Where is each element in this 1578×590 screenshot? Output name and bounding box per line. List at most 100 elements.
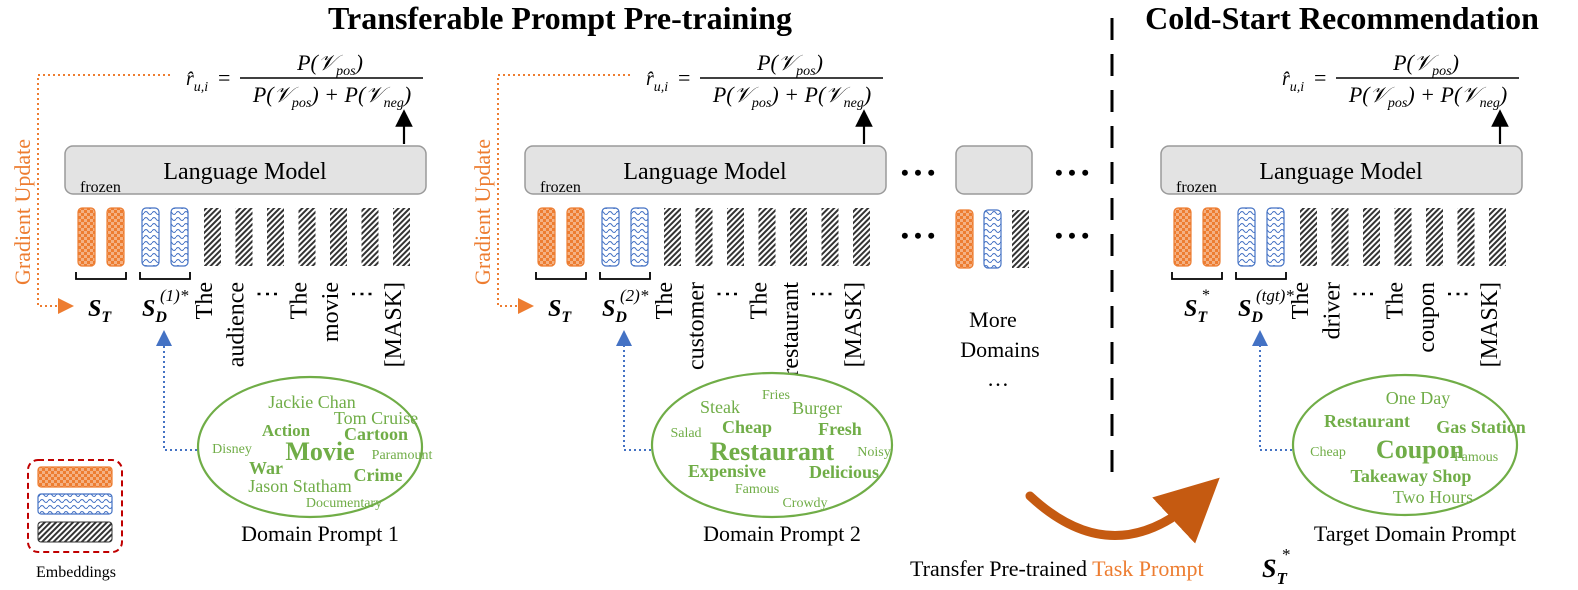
text-token-6 <box>361 208 379 266</box>
text-token-5 <box>330 208 347 266</box>
word-cloud-term: Restaurant <box>710 437 835 466</box>
text-token-7 <box>853 208 870 266</box>
word-cloud-term: Movie <box>285 437 354 466</box>
task-prompt-star: * <box>1202 287 1210 304</box>
formula-denominator: P(𝒱pos) + P(𝒱neg) <box>1348 82 1507 111</box>
transfer-caption: Transfer Pre-trained Task Prompt <box>910 556 1204 581</box>
text-token-2 <box>695 208 713 266</box>
word-cloud-term: Crime <box>354 465 403 485</box>
formula-numerator: P(𝒱pos) <box>1392 50 1459 79</box>
domain-token-1 <box>141 207 160 267</box>
language-model-label: Language Model <box>163 159 327 185</box>
text-token-3 <box>1363 208 1380 266</box>
token-word: ⋮ <box>1351 282 1377 306</box>
language-model-box <box>1160 145 1523 195</box>
word-cloud-term: Famous <box>1454 450 1498 465</box>
frozen-label: frozen <box>540 179 581 196</box>
task-prompt-symbol: ST <box>548 296 572 326</box>
language-model-box <box>524 145 887 195</box>
task-token-2 <box>1202 207 1221 267</box>
word-cloud-term: Restaurant <box>1324 411 1410 431</box>
task-prompt-symbol: ST <box>88 296 112 326</box>
word-cloud-term: Expensive <box>688 461 766 481</box>
domain-prompt-arrow <box>1252 330 1297 451</box>
word-cloud-ellipse <box>650 371 894 519</box>
word-cloud-term: Gas Station <box>1436 417 1526 437</box>
domain-token-1 <box>1237 207 1256 267</box>
panel-2: Language Modelfrozenr̂u,i=P(𝒱pos)P(𝒱pos)… <box>470 50 894 546</box>
token-word: The <box>287 282 313 319</box>
more-domains-lm-box <box>955 145 1033 195</box>
word-cloud-term: Action <box>262 421 311 440</box>
domain-token-2 <box>170 207 189 267</box>
gradient-update-label: Gradient Update <box>10 139 35 285</box>
domain-prompt-symbol: SD <box>1238 296 1263 326</box>
embeddings-label: Embeddings <box>36 564 116 581</box>
token-word: coupon <box>1414 282 1440 353</box>
word-cloud-term: Cartoon <box>344 424 408 444</box>
more-domains-task-token <box>955 209 974 269</box>
gradient-update-arrow <box>37 74 170 314</box>
text-token-4 <box>1394 208 1412 266</box>
word-cloud-term: Two Hours <box>1393 487 1473 507</box>
token-word: The <box>652 282 678 319</box>
task-token-2 <box>106 207 125 267</box>
language-model-box <box>64 145 427 195</box>
formula-denominator: P(𝒱pos) + P(𝒱neg) <box>252 82 411 111</box>
word-cloud-term: Disney <box>212 442 252 457</box>
word-cloud-term: Jackie Chan <box>268 392 355 412</box>
coldstart-title: Cold-Start Recommendation <box>1145 0 1539 36</box>
word-cloud-term: Coupon <box>1376 435 1465 464</box>
domain-prompt-superscript: (1)* <box>160 286 189 305</box>
domain-prompt-brace <box>1235 272 1287 280</box>
frozen-label: frozen <box>80 179 121 196</box>
word-cloud-term: Jason Statham <box>248 476 352 496</box>
token-word: movie <box>318 282 344 342</box>
panel-3: Language Modelfrozenr̂u,i=P(𝒱pos)P(𝒱pos)… <box>1160 50 1526 546</box>
domain-prompt-symbol: SD <box>142 296 167 326</box>
word-cloud-term: Famous <box>735 482 779 497</box>
more-domains-domain-token <box>983 209 1002 269</box>
domain-token-2 <box>1266 207 1285 267</box>
transfer-highlight: Task Prompt <box>1092 556 1204 581</box>
pretraining-title: Transferable Prompt Pre-training <box>328 0 792 36</box>
legend-domain-embedding <box>37 493 113 515</box>
word-cloud-term: Fries <box>762 388 790 403</box>
task-token-1 <box>537 207 556 267</box>
text-token-4 <box>298 208 316 266</box>
task-prompt-brace <box>535 272 587 280</box>
word-cloud-term: Documentary <box>306 496 382 511</box>
domain-token-2 <box>630 207 649 267</box>
text-token-2 <box>1331 208 1349 266</box>
transfer-task-prompt-symbol: ST <box>1262 554 1287 588</box>
word-cloud-term: Burger <box>792 398 842 418</box>
domain-prompt-brace <box>139 272 191 280</box>
text-token-6 <box>821 208 839 266</box>
text-token-7 <box>393 208 410 266</box>
text-token-5 <box>1426 208 1443 266</box>
transfer-task-prompt-star: * <box>1282 545 1291 564</box>
domain-prompt-superscript: (tgt)* <box>1256 286 1294 305</box>
domain-prompt-caption: Domain Prompt 2 <box>703 521 861 546</box>
text-token-4 <box>758 208 776 266</box>
word-cloud-term: Salad <box>670 426 701 441</box>
word-cloud-term: Tom Cruise <box>334 408 418 428</box>
token-word: ⋮ <box>255 282 281 306</box>
domain-prompt-symbol: SD <box>602 296 627 326</box>
domain-prompt-arrow <box>616 330 656 451</box>
token-word: The <box>192 282 218 319</box>
ellipsis-emb-1: • • • <box>901 223 935 248</box>
task-token-1 <box>77 207 96 267</box>
formula-lhs: r̂u,i <box>1282 68 1304 95</box>
more-domains-line-1: More <box>969 307 1017 332</box>
word-cloud-term: War <box>249 458 283 478</box>
domain-prompt-brace <box>599 272 651 280</box>
more-domains-line-2: Domains <box>960 337 1039 362</box>
legend-task-embedding <box>37 466 113 488</box>
formula-equals: = <box>678 65 690 90</box>
task-prompt-brace <box>1171 272 1223 280</box>
token-word: [MASK] <box>381 282 407 367</box>
token-word: ⋮ <box>1446 282 1472 306</box>
token-word: customer <box>684 282 710 370</box>
ellipsis-lm-1: • • • <box>901 160 935 185</box>
